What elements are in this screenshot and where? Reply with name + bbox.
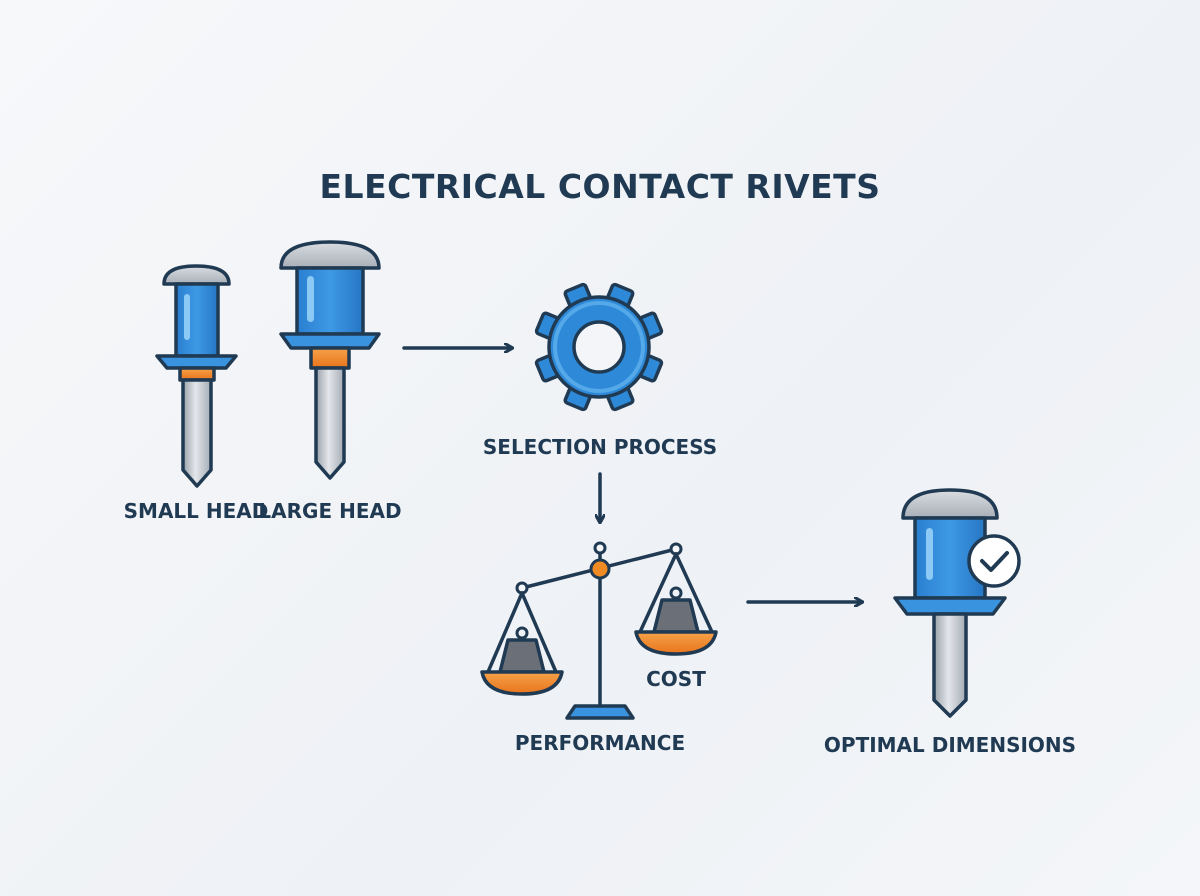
large-head-label: LARGE HEAD <box>258 499 401 523</box>
selection-process-label: SELECTION PROCESS <box>483 435 717 459</box>
gear-icon <box>534 282 664 412</box>
balance-scale-icon <box>480 541 718 720</box>
checkmark-icon <box>967 534 1021 588</box>
cost-label: COST <box>646 667 706 691</box>
large-rivet-icon <box>279 240 381 480</box>
optimal-rivet-icon <box>893 488 1007 718</box>
diagram-title: ELECTRICAL CONTACT RIVETS <box>320 167 881 206</box>
small-head-label: SMALL HEAD <box>124 499 269 523</box>
optimal-dimensions-label: OPTIMAL DIMENSIONS <box>824 733 1076 757</box>
performance-label: PERFORMANCE <box>515 731 685 755</box>
small-rivet-icon <box>155 264 238 488</box>
